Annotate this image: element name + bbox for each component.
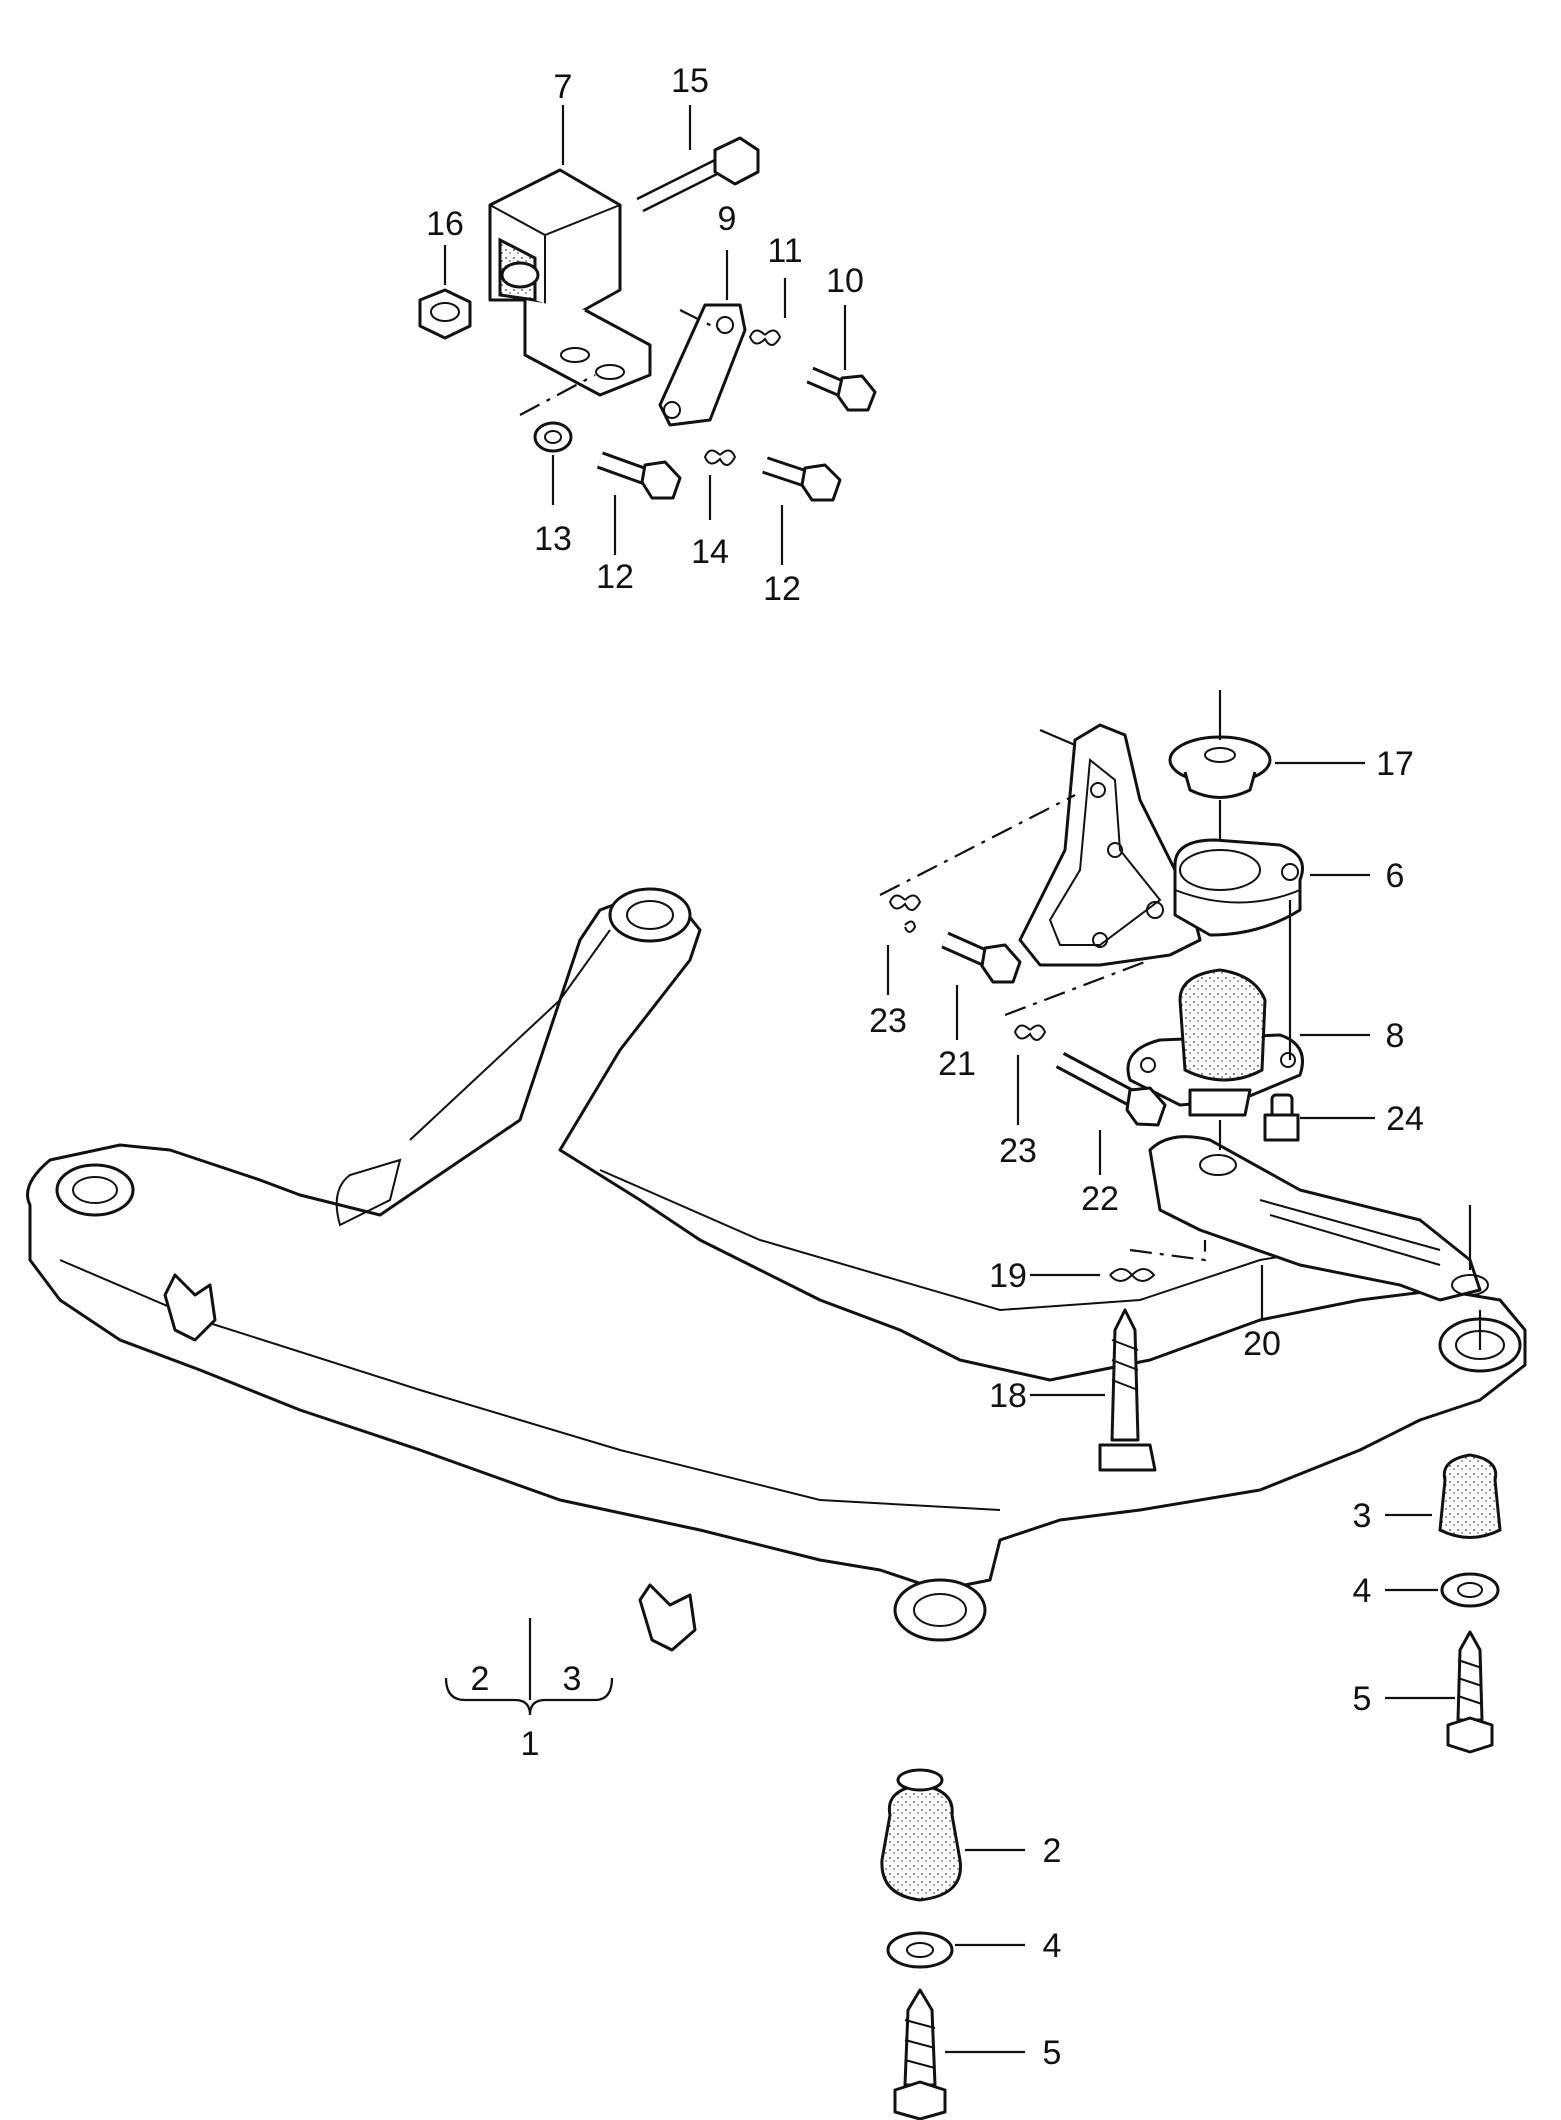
- callout-4-bottom: 4: [1043, 1927, 1062, 1965]
- callout-7: 7: [554, 68, 573, 106]
- callout-1: 1: [521, 1725, 540, 1763]
- callout-22: 22: [1081, 1180, 1119, 1218]
- callout-15: 15: [671, 62, 709, 100]
- callout-17: 17: [1376, 745, 1414, 783]
- callout-18: 18: [989, 1377, 1027, 1415]
- flat-washer: [533, 421, 573, 453]
- leader-lines: [443, 105, 1455, 2054]
- callout-8: 8: [1386, 1017, 1405, 1055]
- retaining-clip: [1109, 1268, 1156, 1282]
- bolt-left: [596, 451, 682, 500]
- mount-bracket-group: [418, 136, 877, 502]
- callout-14: 14: [691, 533, 729, 571]
- callout-13: 13: [534, 520, 572, 558]
- callout-20: 20: [1243, 1325, 1281, 1363]
- bracket-bolt-upper: [941, 931, 1022, 984]
- engine-mount-rubber: [1126, 968, 1304, 1117]
- small-screw: [1263, 1093, 1300, 1142]
- spring-washer-23-lower: [1013, 1024, 1047, 1041]
- callout-21: 21: [938, 1045, 976, 1083]
- callout-16: 16: [426, 205, 464, 243]
- stud-bolt: [1098, 1308, 1157, 1472]
- callout-10: 10: [826, 262, 864, 300]
- callout-3-sub: 3: [563, 1660, 582, 1698]
- mounting-plate: [658, 303, 747, 427]
- callout-6: 6: [1386, 857, 1405, 895]
- bolt-right: [762, 456, 842, 502]
- triangular-bracket: [1018, 723, 1202, 967]
- callout-12-right: 12: [763, 570, 801, 608]
- bump-stop-cap: [1168, 735, 1272, 799]
- bush-stack-right: [1438, 1453, 1502, 1754]
- nut: [418, 288, 472, 340]
- spring-washer-upper: [748, 329, 782, 346]
- callout-12-left: 12: [596, 558, 634, 596]
- rubber-mount-block: [488, 168, 652, 397]
- callout-19: 19: [989, 1257, 1027, 1295]
- callout-2-sub: 2: [471, 1660, 490, 1698]
- callout-23-upper: 23: [869, 1002, 907, 1040]
- support-plate: [1173, 838, 1304, 937]
- callout-23-lower: 23: [999, 1132, 1037, 1170]
- callout-2-bottom: 2: [1043, 1832, 1062, 1870]
- spring-washer-23-upper: [888, 894, 922, 933]
- callout-labels: 7 15 16 9 11 10 13 12 14 12 17 6 23 21 8…: [426, 62, 1424, 2072]
- bracket-bolt-lower: [1055, 1052, 1167, 1127]
- callout-24: 24: [1386, 1100, 1424, 1138]
- callout-5-bottom: 5: [1043, 2034, 1062, 2072]
- callout-4-right: 4: [1353, 1572, 1372, 1610]
- subframe: [26, 887, 1527, 1652]
- long-bolt: [636, 136, 760, 213]
- callout-11: 11: [767, 232, 802, 270]
- engine-mount-group: [879, 690, 1489, 1472]
- spring-washer-lower: [703, 449, 737, 466]
- callout-5-right: 5: [1353, 1680, 1372, 1718]
- callout-3-right: 3: [1353, 1497, 1372, 1535]
- bush-stack-center: [880, 1768, 962, 2120]
- callout-9: 9: [718, 200, 737, 238]
- short-bolt: [806, 366, 877, 412]
- mount-arm: [1148, 1135, 1489, 1302]
